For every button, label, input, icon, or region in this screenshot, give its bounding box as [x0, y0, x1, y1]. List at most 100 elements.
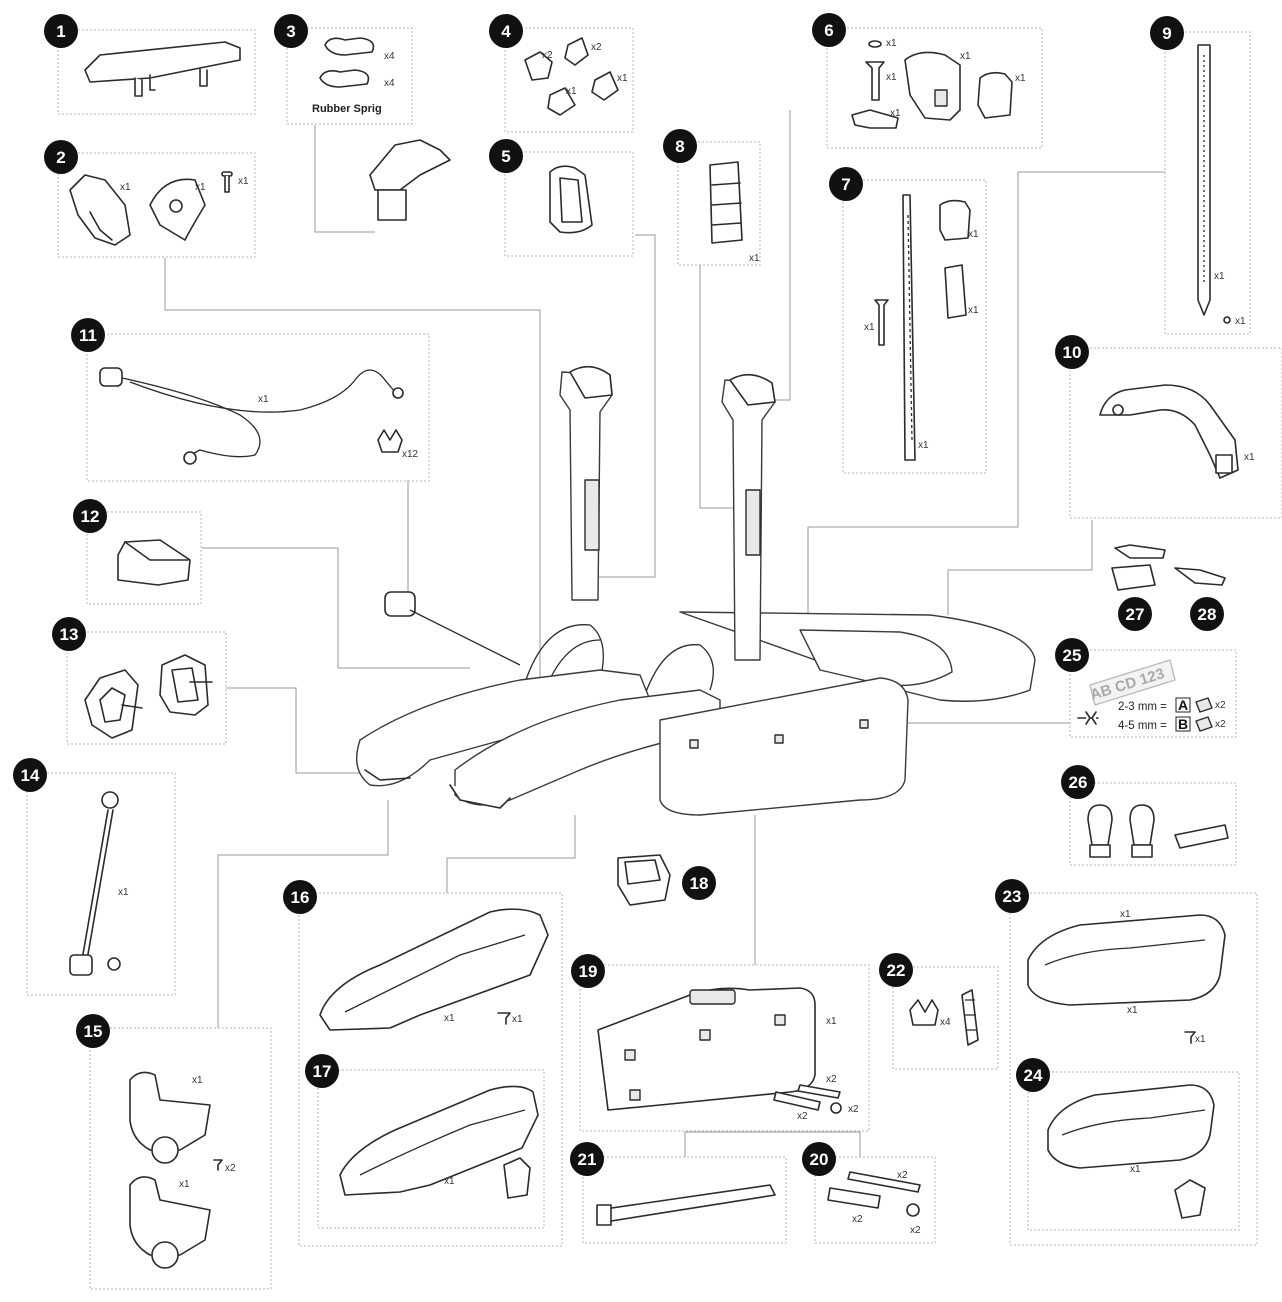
badge-17: 17 — [305, 1054, 339, 1088]
badge-8: 8 — [663, 129, 697, 163]
qty-label: x2 — [1215, 719, 1226, 730]
badge-28: 28 — [1190, 597, 1224, 631]
part-14-illustration — [69, 791, 121, 976]
part-6-illustration — [851, 40, 1013, 129]
badge-2: 2 — [44, 140, 78, 174]
part-12-illustration — [117, 539, 191, 586]
part-15-illustration — [129, 1071, 223, 1269]
svg-text:21: 21 — [578, 1150, 597, 1169]
svg-text:17: 17 — [313, 1062, 332, 1081]
qty-label: x1 — [512, 1014, 523, 1025]
qty-label: x1 — [1120, 909, 1131, 920]
svg-text:20: 20 — [810, 1150, 829, 1169]
qty-label: x2 — [1215, 700, 1226, 711]
qty-label: x1 — [1195, 1034, 1206, 1045]
part-8-illustration — [709, 161, 743, 244]
svg-text:6: 6 — [824, 21, 833, 40]
qty-label: x1 — [444, 1013, 455, 1024]
badge-16: 16 — [283, 880, 317, 914]
qty-label: x1 — [1015, 73, 1026, 84]
leader-lines — [164, 110, 1165, 1157]
assembled-bike-carrier — [356, 365, 1036, 816]
part-4-illustration — [524, 37, 619, 116]
badge-20: 20 — [802, 1142, 836, 1176]
part-16-illustration — [319, 908, 549, 1031]
part-24-illustration — [1047, 1084, 1215, 1219]
part-7-illustration — [874, 194, 971, 461]
svg-text:9: 9 — [1162, 24, 1171, 43]
qty-label: x1 — [1214, 271, 1225, 282]
svg-text:13: 13 — [60, 625, 79, 644]
part-20-illustration — [827, 1171, 921, 1217]
qty-label: x2 — [225, 1163, 236, 1174]
qty-label: x2 — [591, 42, 602, 53]
qty-label: x1 — [258, 394, 269, 405]
svg-text:16: 16 — [291, 888, 310, 907]
plate-row-a-label: 2-3 mm = — [1118, 701, 1167, 713]
part-22-illustration — [909, 989, 979, 1046]
part-23-illustration — [1027, 914, 1226, 1044]
qty-label: x1 — [968, 229, 979, 240]
badge-10: 10 — [1055, 335, 1089, 369]
qty-label: x1 — [1235, 316, 1246, 327]
qty-label: x1 — [617, 73, 628, 84]
svg-text:5: 5 — [501, 147, 510, 166]
part-26-illustration — [1087, 804, 1229, 858]
qty-label: x1 — [566, 86, 577, 97]
badge-11: 11 — [71, 318, 105, 352]
part-number-badges: 1 2 3 4 5 6 7 8 9 10 11 12 13 14 15 16 1… — [13, 13, 1224, 1176]
quantity-labels: x1 x1 x1 x4 x4 x2 x2 x1 x1 x1 x1 x1 x1 x… — [118, 38, 1255, 1236]
qty-label: x1 — [968, 305, 979, 316]
qty-label: x1 — [1244, 452, 1255, 463]
qty-label: x4 — [384, 51, 395, 62]
part-1-illustration — [84, 41, 241, 97]
qty-label: x2 — [852, 1214, 863, 1225]
qty-label: x1 — [864, 322, 875, 333]
badge-1: 1 — [44, 14, 78, 48]
qty-label: x1 — [179, 1179, 190, 1190]
qty-label: x1 — [1127, 1005, 1138, 1016]
qty-label: x4 — [384, 78, 395, 89]
svg-text:25: 25 — [1063, 646, 1082, 665]
badge-26: 26 — [1061, 765, 1095, 799]
qty-label: x1 — [886, 38, 897, 49]
part-2-illustration — [69, 171, 233, 246]
qty-label: x1 — [118, 887, 129, 898]
svg-text:12: 12 — [81, 507, 100, 526]
plate-letter-b: B — [1178, 716, 1188, 732]
part-18-illustration — [617, 854, 671, 906]
svg-text:10: 10 — [1063, 343, 1082, 362]
qty-label: x1 — [890, 108, 901, 119]
qty-label: x2 — [897, 1170, 908, 1181]
badge-15: 15 — [76, 1014, 110, 1048]
badge-7: 7 — [829, 167, 863, 201]
part-boxes — [26, 27, 1282, 1290]
qty-label: x1 — [960, 51, 971, 62]
badge-6: 6 — [812, 13, 846, 47]
plate-letter-a: A — [1178, 697, 1188, 713]
badge-12: 12 — [73, 499, 107, 533]
svg-text:8: 8 — [675, 137, 684, 156]
part-25-illustration: AB CD 123 2-3 mm = A 4-5 mm = B — [1077, 659, 1213, 732]
qty-label: x4 — [940, 1017, 951, 1028]
qty-label: x1 — [1130, 1164, 1141, 1175]
qty-label: x1 — [444, 1176, 455, 1187]
qty-label: x1 — [238, 176, 249, 187]
svg-text:1: 1 — [56, 22, 65, 41]
badge-24: 24 — [1016, 1058, 1050, 1092]
part-17-illustration — [339, 1085, 539, 1199]
qty-label: x2 — [910, 1225, 921, 1236]
svg-text:4: 4 — [501, 22, 511, 41]
badge-4: 4 — [489, 14, 523, 48]
qty-label: x2 — [826, 1074, 837, 1085]
badge-13: 13 — [52, 617, 86, 651]
qty-label: x2 — [848, 1104, 859, 1115]
svg-text:14: 14 — [21, 766, 40, 785]
badge-25: 25 — [1055, 638, 1089, 672]
svg-text:11: 11 — [79, 326, 97, 345]
part-9-illustration — [1197, 44, 1231, 324]
svg-text:28: 28 — [1198, 605, 1217, 624]
badge-14: 14 — [13, 758, 47, 792]
rubber-spring-label: Rubber Sprig — [312, 103, 382, 115]
